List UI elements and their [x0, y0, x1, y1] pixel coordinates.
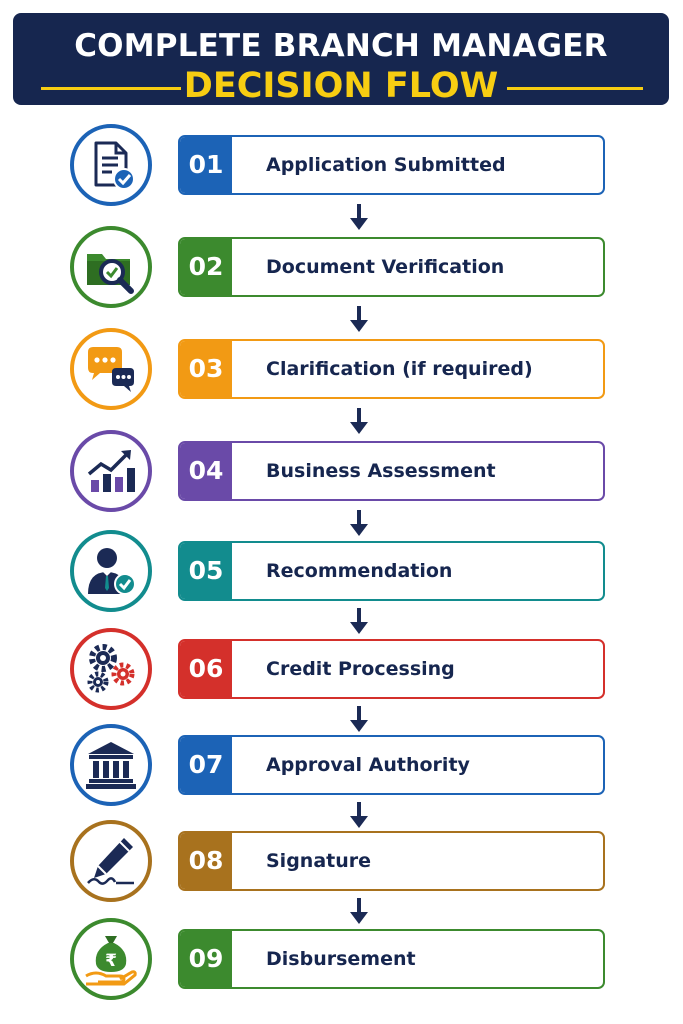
flow-step-7: 07 Approval Authority: [0, 724, 683, 806]
step-icon-circle: [70, 328, 152, 410]
flow-step-3: 03 Clarification (if required): [0, 328, 683, 410]
down-arrow-icon: [350, 802, 368, 828]
page-title: COMPLETE BRANCH MANAGER: [74, 28, 608, 64]
down-arrow-icon: [350, 204, 368, 230]
step-card: 01 Application Submitted: [178, 135, 605, 195]
step-icon-circle: [70, 820, 152, 902]
money-bag-hand-icon: ₹: [85, 936, 137, 986]
step-icon-circle: [70, 724, 152, 806]
step-number: 08: [180, 833, 232, 889]
step-label: Recommendation: [266, 560, 453, 582]
folder-magnifier-icon: [87, 254, 134, 294]
svg-text:₹: ₹: [105, 951, 117, 971]
step-number: 02: [180, 239, 232, 295]
step-icon-circle: [70, 430, 152, 512]
step-card: 05 Recommendation: [178, 541, 605, 601]
step-icon-circle: [70, 226, 152, 308]
step-card: 08 Signature: [178, 831, 605, 891]
flow-step-5: 05 Recommendation: [0, 530, 683, 612]
growth-chart-icon: [87, 450, 135, 492]
step-card: 09 Disbursement: [178, 929, 605, 989]
step-label: Approval Authority: [266, 754, 470, 776]
down-arrow-icon: [350, 306, 368, 332]
title-banner: COMPLETE BRANCH MANAGER DECISION FLOW: [13, 13, 669, 106]
document-check-icon: [94, 141, 135, 190]
step-number: 05: [180, 543, 232, 599]
step-label: Document Verification: [266, 256, 505, 278]
down-arrow-icon: [350, 608, 368, 634]
step-label: Disbursement: [266, 948, 416, 970]
flow-step-8: 08 Signature: [0, 820, 683, 902]
flow-step-2: 02 Document Verification: [0, 226, 683, 308]
step-label: Application Submitted: [266, 154, 506, 176]
step-icon-circle: [70, 124, 152, 206]
step-icon-circle: [70, 530, 152, 612]
step-label: Business Assessment: [266, 460, 496, 482]
step-card: 04 Business Assessment: [178, 441, 605, 501]
step-number: 06: [180, 641, 232, 697]
step-icon-circle: [70, 628, 152, 710]
flow-step-1: 01 Application Submitted: [0, 124, 683, 206]
step-label: Signature: [266, 850, 372, 872]
flow-step-4: 04 Business Assessment: [0, 430, 683, 512]
step-number: 01: [180, 137, 232, 193]
chat-bubbles-icon: [88, 347, 134, 392]
bank-building-icon: [86, 742, 136, 789]
down-arrow-icon: [350, 408, 368, 434]
pen-signature-icon: [87, 838, 134, 885]
step-label: Credit Processing: [266, 658, 455, 680]
step-label: Clarification (if required): [266, 358, 533, 380]
flow-step-6: 06 Credit Processing: [0, 628, 683, 710]
down-arrow-icon: [350, 510, 368, 536]
down-arrow-icon: [350, 898, 368, 924]
down-arrow-icon: [350, 706, 368, 732]
manager-approve-icon: [88, 548, 136, 595]
title-rule-right: [507, 87, 643, 90]
step-number: 07: [180, 737, 232, 793]
step-number: 09: [180, 931, 232, 987]
page-subtitle: DECISION FLOW: [183, 66, 499, 106]
step-card: 02 Document Verification: [178, 237, 605, 297]
gears-icon: [87, 644, 135, 693]
step-card: 06 Credit Processing: [178, 639, 605, 699]
flow-step-9: ₹ 09 Disbursement: [0, 918, 683, 1000]
step-card: 07 Approval Authority: [178, 735, 605, 795]
title-rule-left: [41, 87, 181, 90]
step-card: 03 Clarification (if required): [178, 339, 605, 399]
step-icon-circle: ₹: [70, 918, 152, 1000]
step-number: 04: [180, 443, 232, 499]
step-number: 03: [180, 341, 232, 397]
